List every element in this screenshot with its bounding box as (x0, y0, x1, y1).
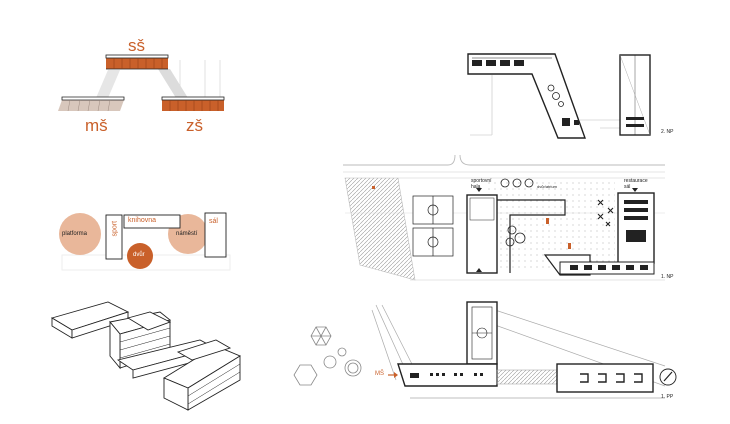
sport-hall-label: sportovní hala (471, 178, 492, 190)
program-label-dvur: dvůr (133, 252, 145, 258)
program-label-platforma: platforma (62, 231, 88, 237)
program-label-namesti: náměstí (176, 231, 198, 237)
program-label-knihovna: knihovna (128, 217, 157, 224)
levels-diagram (58, 54, 225, 112)
program-label-sport: sport (111, 220, 119, 237)
courtyard-label: dvůr/atrium (537, 184, 558, 189)
level-label-zs: zš (186, 116, 203, 135)
zs-volume (161, 96, 225, 111)
sport-box (105, 214, 123, 260)
level-connector (158, 69, 188, 98)
plan-floor-pp (293, 301, 677, 399)
entry-label-ms: MŠ (375, 371, 384, 377)
program-diagram (59, 212, 231, 271)
knihovna-box (123, 214, 181, 229)
floor-pp-level-label: 1. PP (661, 394, 674, 400)
plan-floor-1 (343, 154, 665, 281)
level-label-ss: sš (128, 36, 145, 55)
level-label-ms: mš (85, 116, 108, 135)
floor-2-level-label: 2. NP (661, 129, 674, 135)
ss-volume (105, 54, 169, 70)
program-label-sal: sál (209, 218, 218, 225)
restaurant-label: restaurace sál (624, 178, 648, 190)
platforma-bubble (59, 213, 101, 255)
level-connector (96, 70, 120, 98)
ms-volume (58, 96, 125, 112)
dvur-bubble (127, 243, 153, 269)
plan-floor-2 (467, 53, 651, 139)
axonometric-model (50, 301, 241, 411)
floor-1-level-label: 1. NP (661, 274, 674, 280)
sal-box (204, 212, 227, 258)
